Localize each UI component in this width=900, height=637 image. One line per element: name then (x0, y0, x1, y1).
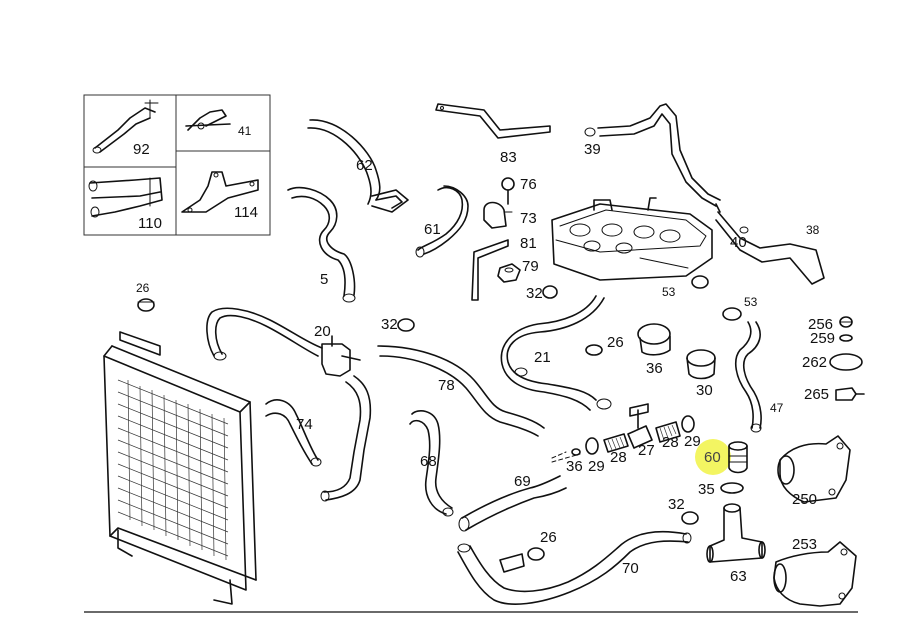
label-250: 250 (792, 491, 817, 508)
ring-36a[interactable] (637, 323, 671, 356)
label-74: 74 (296, 416, 313, 433)
hose-5[interactable] (287, 186, 356, 303)
label-92: 92 (133, 141, 150, 158)
hose-39[interactable] (584, 103, 721, 207)
callout-60-highlight[interactable] (695, 439, 731, 475)
flange-253[interactable] (773, 541, 857, 607)
bolt-76[interactable] (501, 177, 515, 205)
clamp-35[interactable] (720, 482, 744, 494)
part-114[interactable] (181, 171, 259, 213)
part-265[interactable] (835, 387, 865, 401)
label-32c: 32 (668, 496, 685, 513)
inset-boxes (83, 94, 271, 236)
label-62: 62 (356, 157, 373, 174)
label-28a: 28 (610, 449, 627, 466)
label-41: 41 (238, 124, 252, 138)
part-41[interactable] (185, 109, 231, 131)
label-253: 253 (792, 536, 817, 553)
label-53a: 53 (662, 285, 676, 299)
label-39: 39 (584, 141, 601, 158)
clamp-53b[interactable] (722, 307, 742, 321)
nut-79[interactable] (497, 263, 521, 283)
hose-74[interactable] (265, 399, 322, 467)
callout-labels: 92 41 110 114 62 5 61 83 76 73 81 79 32 … (133, 124, 835, 585)
part-26a[interactable] (137, 298, 155, 312)
label-265: 265 (804, 386, 829, 403)
label-256: 256 (808, 316, 833, 333)
label-69: 69 (514, 473, 531, 490)
clamp-32b[interactable] (397, 318, 415, 332)
label-81: 81 (520, 235, 537, 252)
label-26b: 26 (607, 334, 624, 351)
label-28b: 28 (662, 434, 679, 451)
part-110[interactable] (88, 177, 163, 218)
label-259: 259 (810, 330, 835, 347)
label-53b: 53 (744, 295, 758, 309)
label-38: 38 (806, 223, 820, 237)
hose-70[interactable] (457, 530, 692, 605)
valve-assembly[interactable] (551, 403, 695, 463)
label-83: 83 (500, 149, 517, 166)
label-27: 27 (638, 442, 655, 459)
label-32a: 32 (526, 285, 543, 302)
part-262[interactable] (829, 353, 863, 371)
label-61: 61 (424, 221, 441, 238)
label-26a: 26 (136, 281, 150, 295)
bracket-81[interactable] (471, 239, 509, 301)
label-26c: 26 (540, 529, 557, 546)
part-92[interactable] (92, 99, 159, 154)
label-36b: 36 (566, 458, 583, 475)
bracket-83[interactable] (435, 103, 551, 139)
hose-68[interactable] (409, 410, 454, 517)
hose-69[interactable] (458, 475, 567, 532)
sleeve-60[interactable] (728, 441, 748, 474)
label-63: 63 (730, 568, 747, 585)
hose-lower-left[interactable] (320, 375, 372, 502)
label-70: 70 (622, 560, 639, 577)
label-5: 5 (320, 271, 328, 288)
label-40: 40 (730, 234, 747, 251)
label-20: 20 (314, 323, 331, 340)
part-256[interactable] (839, 316, 853, 328)
t-pipe-63[interactable] (706, 503, 766, 563)
label-35: 35 (698, 481, 715, 498)
flange-250[interactable] (777, 435, 851, 503)
radiator-part[interactable] (103, 331, 257, 605)
label-68: 68 (420, 453, 437, 470)
hose-21[interactable] (500, 295, 612, 411)
hose-20[interactable] (206, 307, 361, 377)
cap-30[interactable] (686, 349, 716, 380)
hose-47[interactable] (734, 321, 762, 433)
label-29b: 29 (684, 433, 701, 450)
label-73: 73 (520, 210, 537, 227)
hose-78[interactable] (377, 345, 545, 437)
hose-61[interactable] (415, 185, 469, 258)
label-110: 110 (138, 215, 162, 232)
label-79: 79 (522, 258, 539, 275)
label-262: 262 (802, 354, 827, 371)
clamp-26b[interactable] (585, 344, 603, 356)
radiator-core-hatching (117, 379, 229, 561)
label-47: 47 (770, 401, 784, 415)
clamp-53a[interactable] (691, 275, 709, 289)
label-36a: 36 (646, 360, 663, 377)
label-114: 114 (234, 204, 258, 221)
label-60: 60 (704, 449, 721, 466)
clamp-32a[interactable] (542, 285, 558, 299)
label-30: 30 (696, 382, 713, 399)
label-32b: 32 (381, 316, 398, 333)
hose-62[interactable] (307, 119, 409, 213)
hose-38[interactable] (715, 203, 825, 285)
label-76: 76 (520, 176, 537, 193)
label-21: 21 (534, 349, 551, 366)
clip-73[interactable] (483, 201, 513, 229)
expansion-tank[interactable] (551, 197, 713, 281)
clamp-26c[interactable] (527, 547, 545, 561)
clamp-32c[interactable] (681, 511, 699, 525)
label-29a: 29 (588, 458, 605, 475)
label-78: 78 (438, 377, 455, 394)
part-259[interactable] (839, 334, 853, 342)
